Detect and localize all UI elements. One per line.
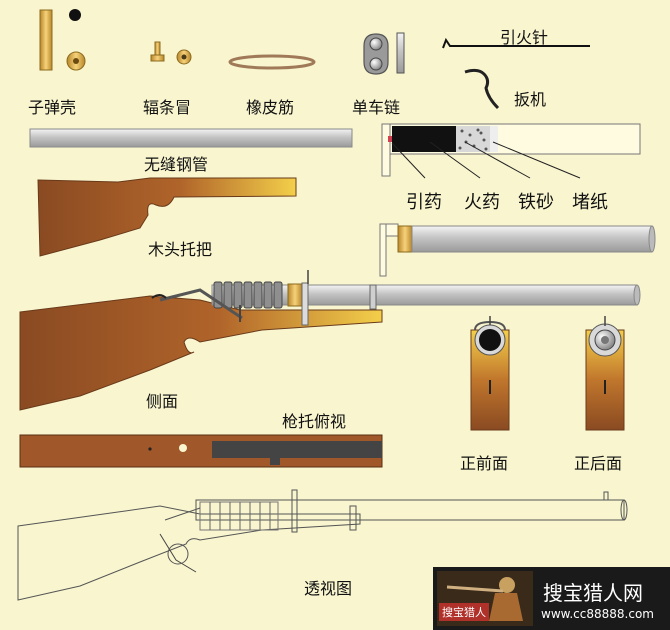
seamless-steel-tube — [29, 128, 353, 148]
stock-top-view — [19, 434, 383, 468]
bike-chain-link — [363, 32, 405, 75]
label-cartridge: 子弹壳 — [28, 98, 77, 117]
loaded-barrel — [379, 223, 656, 277]
label-front-view: 正前面 — [460, 454, 509, 473]
firing-pin — [442, 37, 590, 49]
watermark-banner: 搜宝猎人 搜宝猎人网 www.cc88888.com — [433, 567, 670, 630]
label-firing-pin: 引火针 — [500, 28, 549, 47]
wooden-stock-blank — [37, 177, 297, 257]
side-view-gun — [19, 270, 641, 411]
spoke-nipple-cap — [150, 41, 192, 65]
label-side-view: 侧面 — [146, 392, 179, 411]
label-xray-view: 透视图 — [304, 579, 353, 598]
rubber-band — [228, 54, 316, 70]
front-view — [470, 316, 510, 431]
label-nipple-cap: 辐条冒 — [143, 98, 192, 117]
label-rubber-band: 橡皮筋 — [246, 98, 295, 117]
label-trigger: 扳机 — [514, 90, 547, 109]
label-wooden-stock: 木头托把 — [148, 240, 213, 259]
label-bike-chain: 单车链 — [352, 98, 401, 117]
label-stock-top-view: 枪托俯视 — [282, 412, 347, 431]
label-powder: 火药 — [464, 192, 500, 213]
label-rear-view: 正后面 — [574, 454, 623, 473]
hunter-icon — [446, 577, 523, 621]
charge-loading-tube — [381, 123, 641, 179]
watermark-url: www.cc88888.com — [541, 607, 654, 621]
label-seamless-tube: 无缝钢管 — [144, 155, 209, 174]
xray-view — [17, 489, 628, 601]
trigger-part — [464, 68, 500, 110]
watermark-badge: 搜宝猎人 — [439, 603, 489, 621]
label-iron-sand: 铁砂 — [518, 192, 554, 213]
label-primer: 引药 — [406, 192, 442, 213]
watermark-logo: 搜宝猎人 — [437, 571, 533, 626]
cartridge-shell — [39, 9, 86, 71]
watermark-site-name: 搜宝猎人网 — [543, 581, 643, 605]
label-paper-plug: 堵纸 — [572, 192, 608, 213]
rear-view — [585, 316, 625, 431]
